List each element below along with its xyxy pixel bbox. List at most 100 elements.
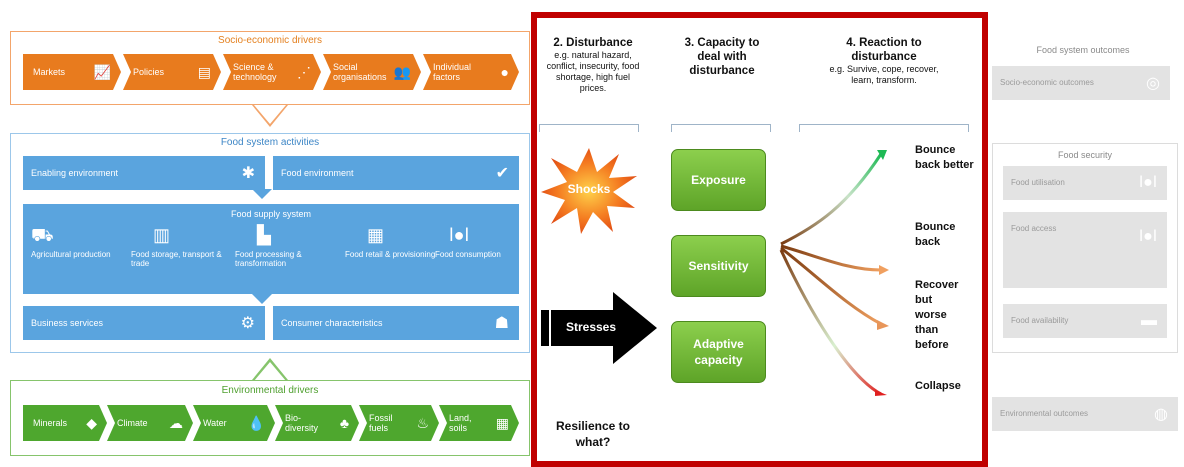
globe-icon: ◍ [1154,406,1168,423]
enabling-environment-box: Enabling environment ✱ [23,156,265,190]
outcome-collapse: Collapse [915,380,961,392]
connector-blue-2 [252,294,272,304]
disturbance-title: 2. Disturbance [553,37,633,49]
socio-economic-outcomes-label: Socio-economic outcomes [1000,78,1094,87]
driver-social-organisations: Social organisations 👥 [323,54,421,90]
warehouse-icon: ▥ [153,225,171,245]
env-fossil-label: Fossil fuels [369,413,393,433]
env-climate-label: Climate [117,418,148,428]
food-security-panel: Food security Food utilisation ǀ●ǀ Food … [992,143,1178,353]
truck-icon: ▬ [1141,312,1157,329]
reaction-heading: 4. Reaction to disturbance e.g. Survive,… [799,36,969,86]
capacity-exposure: Exposure [671,149,766,211]
env-land-label: Land, soils [449,413,472,433]
env-fossil-fuels: Fossil fuels ♨ [359,405,439,441]
capacity-heading: 3. Capacity to deal with disturbance [684,37,760,77]
food-utilisation-label: Food utilisation [1011,178,1065,187]
supply-retail-label: Food retail & provisioning [345,250,436,259]
environmental-drivers-title: Environmental drivers [221,385,319,396]
environmental-outcomes-box: Environmental outcomes ◍ [992,397,1178,431]
food-availability-label: Food availability [1011,316,1069,325]
shocks-starburst [541,148,637,234]
environmental-outcomes-label: Environmental outcomes [1000,409,1089,418]
connector-arrow-inner [254,105,286,124]
markets-chart-icon: 📈 [93,64,111,80]
water-drop-icon: 💧 [247,415,265,431]
supply-storage-transport: ▥ Food storage, transport & trade [131,224,226,268]
shop-icon: ▦ [367,225,385,245]
individual-person-icon: ● [500,64,509,80]
resilience-panel: 2. Disturbance e.g. natural hazard, conf… [531,12,988,467]
bracket-col2 [539,124,639,132]
env-minerals-label: Minerals [33,418,68,428]
capacity-sensitivity: Sensitivity [671,235,766,297]
socio-economic-drivers-panel: Socio-economic drivers Markets 📈 Policie… [10,31,530,105]
consumer-characteristics-label: Consumer characteristics [281,318,383,328]
food-supply-system-box: Food supply system ⛟ Agricultural produc… [23,204,519,294]
supply-processing: ▙ Food processing & transformation [235,224,330,268]
driver-markets-label: Markets [33,67,66,77]
coins-icon: ◎ [1146,75,1160,92]
enabling-environment-label: Enabling environment [31,168,119,178]
reaction-title: 4. Reaction to disturbance [846,37,922,63]
reaction-curves [779,150,889,396]
consumer-characteristics-box: Consumer characteristics ☗ [273,306,519,340]
outcomes-header-area: Food system outcomes Socio-economic outc… [988,38,1178,100]
food-system-activities-title: Food system activities [220,137,320,148]
consumer-basket-icon: ☗ [494,315,509,332]
bracket-col4 [799,124,969,132]
plate-cutlery-icon: ǀ●ǀ [1139,228,1157,245]
business-services-box: Business services ⚙ [23,306,265,340]
tractor-icon: ⛟ [31,225,54,245]
food-access-label: Food access [1011,224,1057,233]
driver-individual-factors: Individual factors ● [423,54,519,90]
outcome-bounce-back: Bounce back [915,221,956,248]
capacity-adaptive: Adaptive capacity [671,321,766,383]
food-environment-box: Food environment ✔ [273,156,519,190]
driver-social-label: Social organisations [333,62,387,82]
env-land-soils: Land, soils ▦ [439,405,519,441]
connector-blue-1 [252,189,272,199]
tree-icon: ♣ [339,415,349,431]
supply-storage-label: Food storage, transport & trade [131,250,222,268]
env-water: Water 💧 [193,405,275,441]
science-network-icon: ⋰ [297,64,311,80]
outcome-bounce-back-better: Bounce back better [915,144,974,171]
env-biodiversity: Bio-diversity ♣ [275,405,359,441]
socio-economic-drivers-title: Socio-economic drivers [218,35,322,46]
food-security-title: Food security [1057,150,1113,160]
driver-policies-label: Policies [133,67,165,77]
plate-cutlery-icon: ǀ●ǀ [1139,174,1157,191]
environmental-drivers-panel: Environmental drivers Minerals ◆ Climate… [10,380,530,456]
checkmark-icon: ✔ [495,165,509,182]
env-water-label: Water [203,418,227,428]
reaction-examples: e.g. Survive, cope, recover, learn, tran… [829,64,939,85]
food-system-activities-panel: Food system activities Enabling environm… [10,133,530,353]
stresses-label: Stresses [565,320,617,334]
supply-agricultural-production: ⛟ Agricultural production [31,224,126,259]
field-icon: ▦ [495,415,509,431]
disturbance-examples: e.g. natural hazard, conflict, insecurit… [546,50,640,93]
supply-processing-label: Food processing & transformation [235,250,302,268]
driver-markets: Markets 📈 [23,54,121,90]
connector-arrow-up-inner [254,362,286,381]
food-utilisation-box: Food utilisation ǀ●ǀ [1003,166,1167,200]
resilience-question: Resilience to what? [555,419,631,449]
supply-retail: ▦ Food retail & provisioning [345,224,440,259]
outcome-recover-worse: Recover but worse than before [915,279,959,351]
supply-consumption-label: Food consumption [435,250,501,259]
policies-document-icon: ▤ [197,64,211,80]
cloud-sun-icon: ☁ [169,415,183,431]
factory-icon: ▙ [257,225,271,245]
network-hub-icon: ✱ [241,165,255,182]
social-people-icon: 👥 [393,64,411,80]
food-environment-label: Food environment [281,168,354,178]
plate-cutlery-icon: ǀ●ǀ [449,225,470,245]
food-system-outcomes-title: Food system outcomes [1036,45,1130,55]
shocks-label: Shocks [567,182,611,196]
supply-consumption: ǀ●ǀ Food consumption [435,224,530,259]
disturbance-heading: 2. Disturbance e.g. natural hazard, conf… [543,36,643,94]
flame-icon: ♨ [416,415,429,431]
env-climate: Climate ☁ [107,405,193,441]
driver-policies: Policies ▤ [123,54,221,90]
